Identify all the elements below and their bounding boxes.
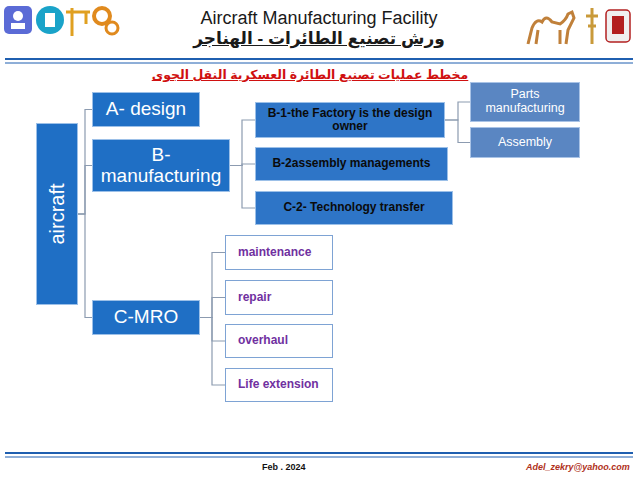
- left-logos: [4, 6, 118, 36]
- node-text: overhaul: [238, 334, 288, 347]
- tree-connector: [78, 110, 92, 215]
- node-text: maintenance: [238, 246, 311, 259]
- branch-box: A- design: [92, 92, 200, 127]
- tree-connector: [445, 102, 470, 120]
- node-text: aircraft: [46, 183, 68, 244]
- tree-connector: [200, 253, 225, 318]
- task-box: overhaul: [225, 324, 333, 358]
- node-text: B-2assembly managements: [272, 157, 430, 170]
- tree-connector: [445, 120, 470, 143]
- task-box: Life extension: [225, 368, 333, 402]
- footer-date: Feb . 2024: [262, 462, 306, 472]
- leaf-box: Parts manufacturing: [470, 82, 580, 122]
- tree-connector: [78, 166, 92, 215]
- page-title: Aircraft Manufacturing Facility: [0, 8, 638, 29]
- node-text: A- design: [106, 99, 186, 120]
- process-box: B-2assembly managements: [255, 147, 448, 181]
- footer-email: Adel_zekry@yahoo.com: [526, 462, 630, 472]
- tree-connector: [200, 298, 225, 318]
- root-box: aircraft: [36, 123, 78, 305]
- node-text: C-MRO: [114, 307, 178, 328]
- task-box: repair: [225, 280, 333, 315]
- node-text: B- manufacturing: [93, 145, 229, 187]
- node-text: C-2- Technology transfer: [283, 201, 424, 214]
- tree-connector: [78, 214, 92, 318]
- tree-connector: [230, 120, 255, 166]
- branch-box: B- manufacturing: [92, 139, 230, 192]
- header-arabic: ورش تصنيع الطائرات - الهناجر: [0, 28, 638, 49]
- tree-connector: [200, 318, 225, 386]
- chart-subtitle: مخطط عمليات تصنيع الطائرة العسكرية النقل…: [0, 67, 620, 82]
- right-logos: [528, 8, 630, 44]
- node-text: B-1-the Factory is the design owner: [260, 107, 440, 133]
- process-box: C-2- Technology transfer: [255, 191, 453, 225]
- node-text: repair: [238, 291, 271, 304]
- tree-connector: [230, 166, 255, 209]
- branch-box: C-MRO: [92, 300, 200, 335]
- node-text: Parts manufacturing: [474, 88, 576, 116]
- process-box: B-1-the Factory is the design owner: [255, 102, 445, 138]
- node-text: Assembly: [498, 136, 552, 150]
- node-text: Life extension: [238, 378, 319, 391]
- leaf-box: Assembly: [470, 127, 580, 158]
- task-box: maintenance: [225, 235, 333, 270]
